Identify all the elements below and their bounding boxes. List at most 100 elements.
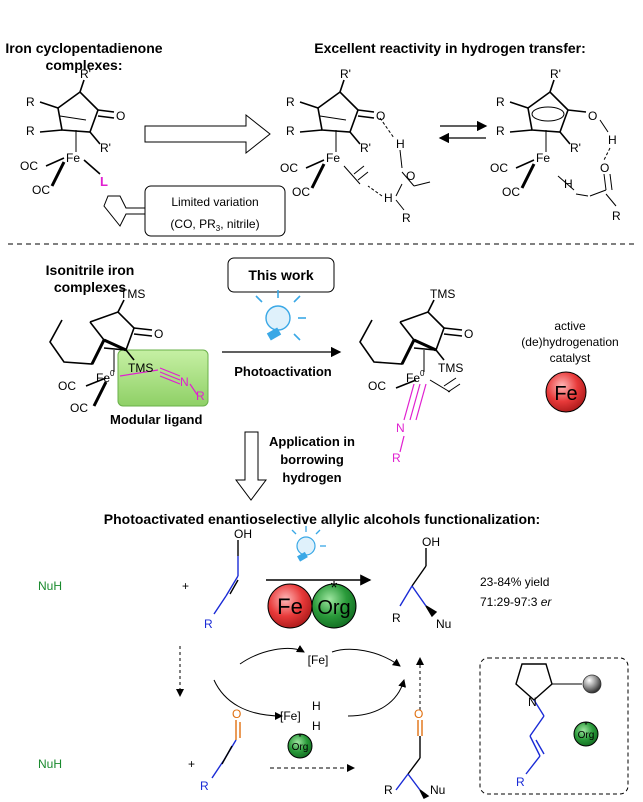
pyrrolidine-ring (515, 663, 582, 775)
this-work-label: This work (248, 267, 314, 283)
oh-label: OH (234, 527, 252, 541)
tms-label: TMS (120, 287, 145, 301)
oc-label: OC (368, 379, 386, 393)
hollow-curved-arrow-icon (103, 195, 151, 227)
nu-label: Nu (430, 783, 445, 797)
o-label: O (154, 327, 163, 341)
enal-carbonyl (235, 720, 241, 740)
oc-label: OC (280, 161, 298, 175)
tms-label: TMS (128, 361, 153, 375)
r-label: R (384, 783, 393, 797)
oc-label: OC (20, 159, 38, 173)
r-label: R (286, 124, 295, 138)
limited-variation-ligands: (CO, PR3, nitrile) (170, 217, 259, 233)
o-label: O (414, 707, 423, 721)
iron-complex-title: Iron cyclopentadienone (5, 40, 162, 56)
r-label: R (612, 209, 621, 223)
org-ball-label: Org (317, 597, 350, 619)
nu-label: Nu (436, 617, 451, 631)
n-label: N (180, 375, 189, 389)
o-label: O (232, 707, 241, 721)
cyclopentadienone-ring (39, 79, 115, 187)
r-label: R (286, 95, 295, 109)
fe-label: Fe (536, 151, 550, 165)
active-catalyst-label-3: catalyst (550, 351, 591, 365)
hollow-right-arrow-icon (144, 113, 271, 155)
l-ligand-label: L (100, 174, 108, 189)
r-label: R (196, 389, 205, 403)
oc-label: OC (32, 183, 50, 197)
o-label: O (406, 169, 415, 183)
aldehyde-carbonyl (417, 720, 423, 736)
active-catalyst-label: active (554, 319, 586, 333)
limited-variation-box (144, 185, 286, 237)
h-label: H (384, 191, 393, 205)
yield-label: 23-84% yield (480, 575, 549, 589)
oh-label: OH (422, 535, 440, 549)
fe0-label: Fe0 (96, 369, 115, 385)
cpd-complex-right (509, 79, 617, 207)
r-label: R (516, 775, 525, 789)
functionalized-product (399, 548, 438, 618)
org-small-label: Org (292, 742, 309, 753)
iminium-box (479, 657, 629, 795)
grey-ball (582, 674, 602, 694)
application-label-3: hydrogen (282, 470, 341, 485)
bottom-title: Photoactivated enantioselective allylic … (104, 511, 540, 527)
iron-complex-title-2: complexes: (45, 57, 122, 73)
modular-ligand-label: Modular ligand (110, 412, 203, 427)
r-label: R (496, 95, 505, 109)
er-label: 71:29-97:3 er (480, 595, 552, 609)
rprime-label: R' (570, 141, 581, 155)
top-left-panel: Iron cyclopentadienone complexes: R R R'… (5, 40, 286, 237)
middle-panel: Isonitrile iron complexes This work TMS … (46, 257, 619, 501)
bottom-panel: Photoactivated enantioselective allylic … (38, 511, 629, 799)
nuh-label: NuH (38, 757, 62, 771)
oc-label: OC (502, 185, 520, 199)
fe-badge (545, 371, 587, 413)
application-label-2: borrowing (280, 452, 344, 467)
r-label: R (496, 124, 505, 138)
tms-cpd-right (359, 299, 463, 453)
fe-label: Fe (66, 151, 80, 165)
org-small-star: * (584, 720, 588, 730)
fe0-label: Fe0 (406, 369, 425, 385)
oc-label: OC (58, 379, 76, 393)
o-label: O (600, 161, 609, 175)
h-label: H (564, 177, 573, 191)
rprime-label: R' (80, 67, 91, 81)
r-label: R (392, 451, 401, 465)
cpd-complex-left (299, 79, 431, 211)
fe-ball-label: Fe (277, 594, 303, 619)
modular-ligand-box (117, 349, 209, 407)
o-label: O (464, 327, 473, 341)
h-label: H (608, 133, 617, 147)
enal (211, 739, 237, 779)
h-label: H (312, 719, 321, 733)
r-label: R (402, 211, 411, 225)
active-catalyst-label-2: (de)hydrogenation (521, 335, 618, 349)
top-right-panel: Excellent reactivity in hydrogen transfe… (280, 40, 621, 225)
org-small-ball (573, 721, 599, 747)
fe-hydride-label: [Fe] (280, 709, 301, 723)
cycle-arrow-bottom-left (213, 679, 283, 720)
rprime-label: R' (360, 141, 371, 155)
r-label: R (204, 617, 213, 631)
tms-label: TMS (438, 361, 463, 375)
org-small-star: * (298, 732, 302, 742)
org-small-label: Org (578, 730, 595, 741)
isonitrile-title: Isonitrile iron (46, 262, 135, 278)
n-label: N (396, 421, 405, 435)
r-label: R (200, 779, 209, 793)
limited-variation-label: Limited variation (171, 195, 258, 209)
plus-label: + (182, 579, 189, 593)
r-label: R (26, 95, 35, 109)
oc-label: OC (490, 161, 508, 175)
plus-label: + (188, 757, 195, 771)
o-label: O (116, 109, 125, 123)
cycle-arrow-top-left (239, 645, 305, 665)
fe-badge-label: Fe (554, 383, 577, 405)
org-ball (311, 583, 357, 629)
light-bulb-icon (255, 290, 306, 341)
